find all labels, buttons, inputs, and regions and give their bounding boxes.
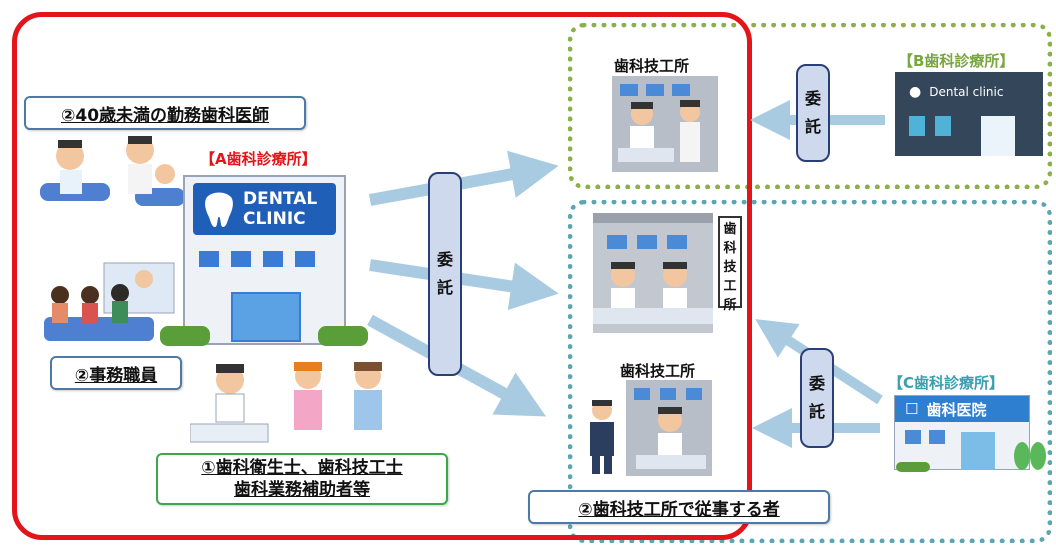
lab-mid-sign-char4: 工 [723,279,737,294]
commission-c-char2: 託 [808,402,825,421]
clinic-c-sign: ☐ 歯科医院 [895,396,1029,422]
clinic-b-frame [568,23,1052,189]
lab-mid-sign-char3: 技 [723,260,737,275]
clinic-b-sign-text: Dental clinic [929,85,1004,99]
clinic-a-sign-line2: CLINIC [243,209,306,229]
dentists-illustration [40,136,185,206]
clinic-a-sign: DENTAL CLINIC [193,183,336,235]
commission-main-char2: 託 [436,278,453,297]
lab-mid-sign-char1: 歯 [723,222,737,237]
hygienists-label-line1: ①歯科衛生士、歯科技工士 [201,458,403,478]
lab-mid-sign-char2: 科 [723,241,737,256]
clinic-a-hedge-right [318,326,368,346]
clinic-a-sign-line1: DENTAL [243,189,318,209]
lab-top-building [612,76,718,172]
lab-mid-sign-char5: 所 [723,298,737,313]
office-staff-label: ②事務職員 [50,356,182,390]
clinic-c-hedge [896,462,930,472]
clinic-a-hedge-left [160,326,210,346]
tooth-icon-c: ☐ [905,400,919,418]
clinic-c-sign-text: 歯科医院 [926,400,987,419]
commission-pill-main: 委 託 [428,172,462,376]
clinic-c-title: 【C歯科診療所】 [888,374,1005,392]
businessman-illustration [590,400,614,474]
commission-pill-b: 委 託 [796,64,830,162]
main-red-frame [12,12,752,540]
hygienists-label: ①歯科衛生士、歯科技工士 歯科業務補助者等 [156,453,448,505]
lab-mid-sign: 歯 科 技 工 所 [718,216,742,313]
commission-c-char1: 委 [808,374,825,393]
clinic-a-building: DENTAL CLINIC [183,175,346,345]
reception-illustration [44,262,175,341]
commission-main-char1: 委 [436,250,453,269]
hygienists-label-line2: 歯科業務補助者等 [234,480,370,500]
tooth-icon-b: ● [909,84,922,100]
hygienists-illustration [190,362,382,443]
clinic-c-frame [568,200,1052,543]
lab-bottom-title: 歯科技工所 [620,362,696,380]
clinic-a-title: 【A歯科診療所】 [200,150,317,168]
lab-top-title: 歯科技工所 [614,57,690,75]
tree-icon [1014,442,1046,470]
doctors-label: ②40歳未満の勤務歯科医師 [24,96,306,130]
clinic-b-sign: ● Dental clinic [909,80,1029,104]
commission-pill-c: 委 託 [800,348,834,448]
tooth-icon [205,192,233,227]
lab-worker-label: ②歯科技工所で従事する者 [528,490,830,524]
lab-bottom-building [626,380,712,476]
clinic-b-building: ● Dental clinic [895,72,1043,156]
lab-mid-building [593,213,713,333]
clinic-b-title: 【B歯科診療所】 [898,52,1015,70]
commission-b-char2: 託 [804,117,821,136]
commission-b-char1: 委 [804,89,821,108]
clinic-c-building: ☐ 歯科医院 [894,395,1030,470]
